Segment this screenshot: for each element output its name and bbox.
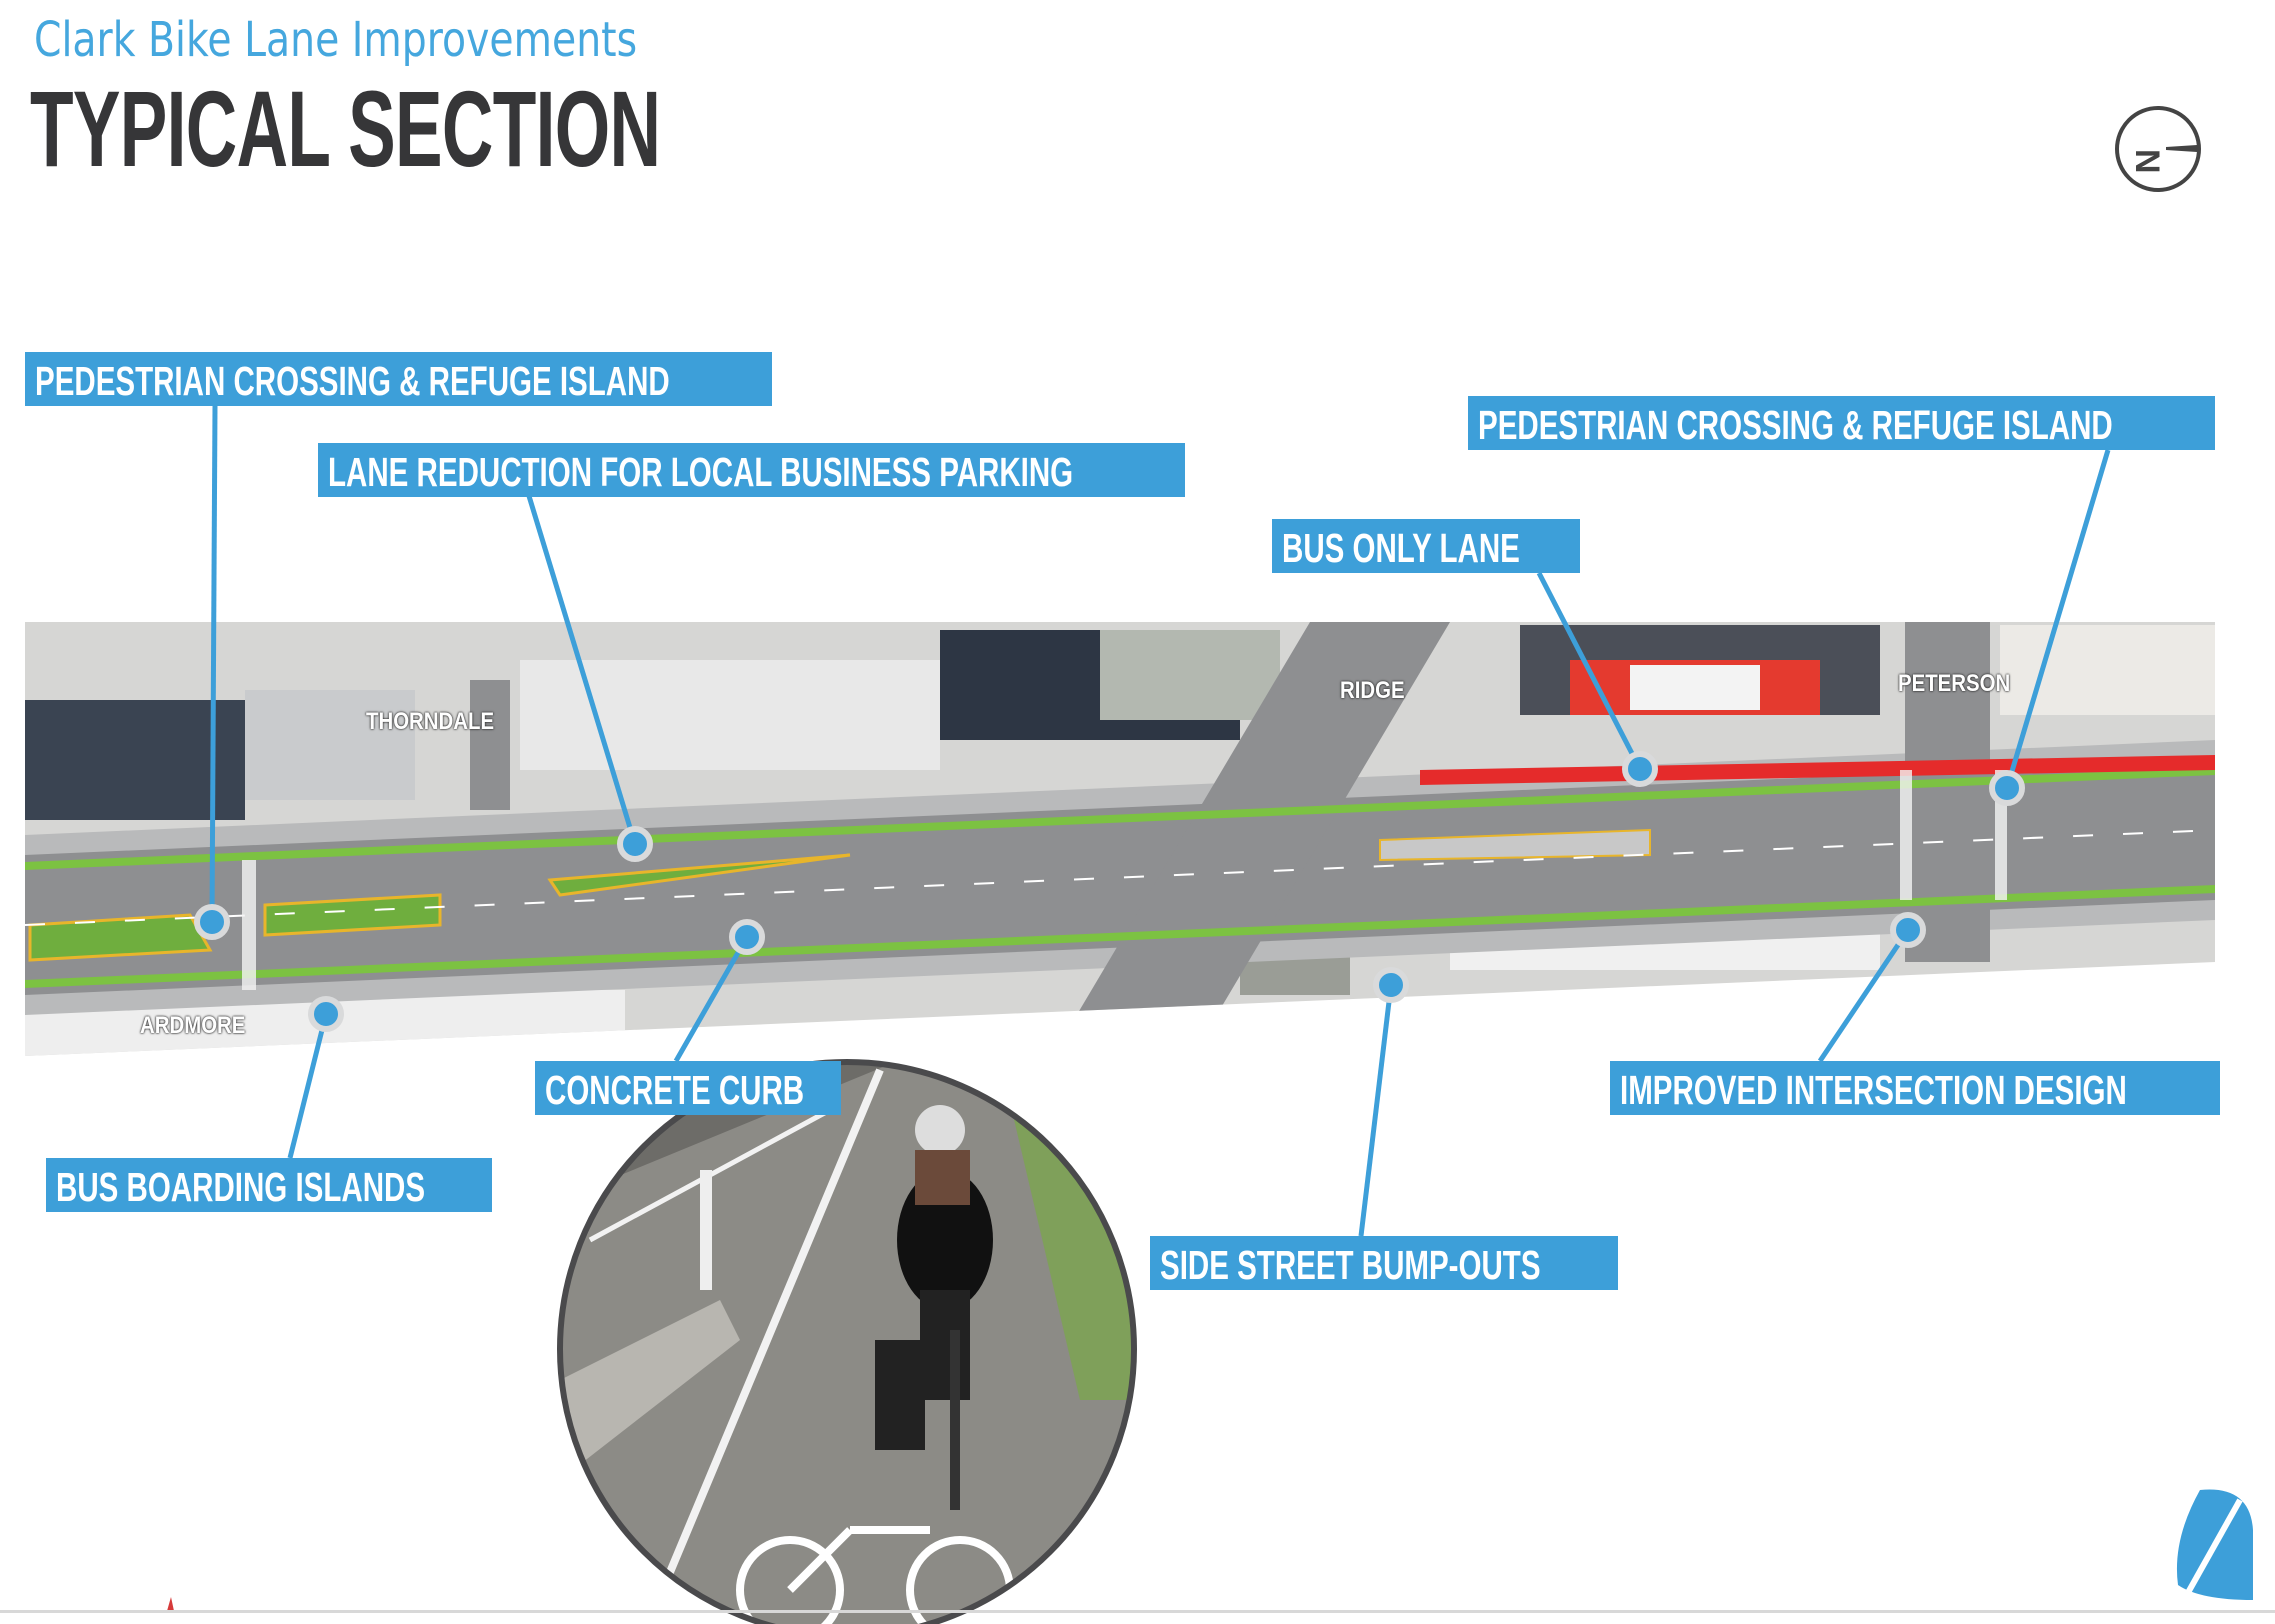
callout-text: IMPROVED INTERSECTION DESIGN — [1620, 1067, 2127, 1113]
callout-bus-only-lane: BUS ONLY LANE — [1272, 519, 1580, 573]
street-label-ridge: RIDGE — [1340, 677, 1405, 704]
callout-bus-boarding-islands: BUS BOARDING ISLANDS — [46, 1158, 492, 1212]
cdot-logo — [2176, 1489, 2253, 1600]
callout-dot — [1622, 751, 1658, 787]
callout-text: BUS BOARDING ISLANDS — [56, 1164, 426, 1210]
subtitle: Clark Bike Lane Improvements — [34, 12, 638, 68]
callout-dot — [729, 919, 765, 955]
callout-ped-crossing-right: PEDESTRIAN CROSSING & REFUGE ISLAND — [1468, 396, 2215, 450]
callout-dot — [194, 904, 230, 940]
callout-dots — [194, 751, 2025, 1032]
callout-side-street-bump-outs: SIDE STREET BUMP-OUTS — [1150, 1236, 1618, 1290]
callout-dot — [308, 996, 344, 1032]
callout-improved-intersection: IMPROVED INTERSECTION DESIGN — [1610, 1061, 2220, 1115]
footer-divider — [0, 1610, 2275, 1613]
leader-lines — [209, 405, 2111, 1237]
callout-ped-crossing-left: PEDESTRIAN CROSSING & REFUGE ISLAND — [25, 352, 772, 406]
callout-lane-reduction: LANE REDUCTION FOR LOCAL BUSINESS PARKIN… — [318, 443, 1185, 497]
street-label-ardmore: ARDMORE — [140, 1012, 246, 1039]
callout-dot — [1989, 770, 2025, 806]
street-label-peterson: PETERSON — [1898, 670, 2011, 697]
callout-text: SIDE STREET BUMP-OUTS — [1160, 1242, 1541, 1288]
callout-dot — [1890, 912, 1926, 948]
street-label-thorndale: THORNDALE — [366, 708, 495, 735]
callout-text: PEDESTRIAN CROSSING & REFUGE ISLAND — [35, 358, 670, 404]
marker-icon — [167, 1597, 174, 1611]
callout-dot — [617, 826, 653, 862]
callout-text: BUS ONLY LANE — [1282, 525, 1520, 571]
callout-concrete-curb: CONCRETE CURB — [535, 1061, 841, 1115]
callout-text: LANE REDUCTION FOR LOCAL BUSINESS PARKIN… — [328, 449, 1074, 495]
svg-text:N: N — [2128, 149, 2166, 174]
north-arrow-icon: N — [2115, 106, 2201, 192]
aerial-map — [25, 622, 2215, 1056]
callout-text: CONCRETE CURB — [545, 1067, 805, 1113]
callout-text: PEDESTRIAN CROSSING & REFUGE ISLAND — [1478, 402, 2113, 448]
callout-dot — [1373, 967, 1409, 1003]
page-title: TYPICAL SECTION — [30, 68, 661, 189]
